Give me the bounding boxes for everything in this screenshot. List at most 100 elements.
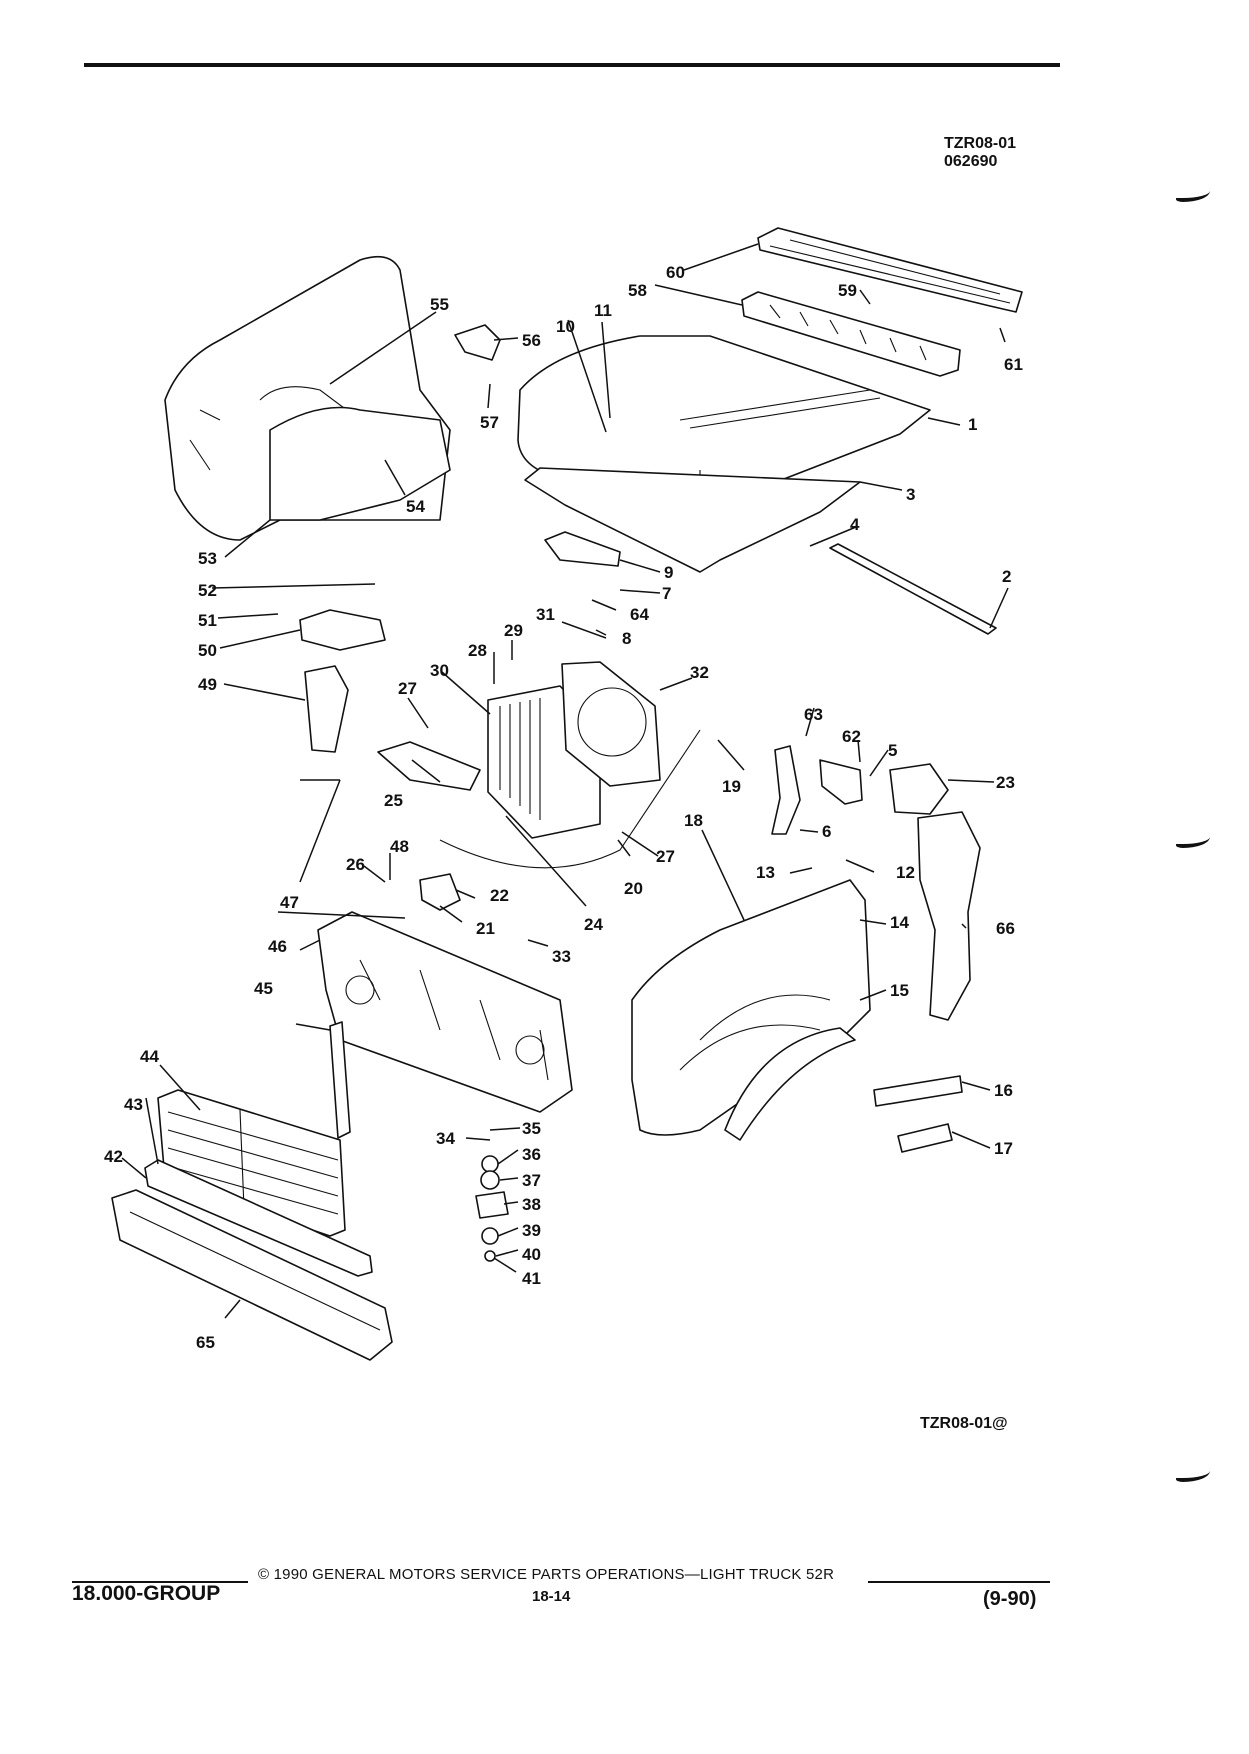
callout-44: 44 (140, 1047, 159, 1066)
figure-code: TZR08-01 (944, 135, 1017, 152)
callout-40: 40 (522, 1245, 541, 1264)
part-hood-release-cable (439, 729, 701, 869)
callout-8: 8 (622, 629, 631, 648)
footer-date: (9-90) (983, 1588, 1037, 1610)
callout-labels: 1 2 3 4 5 6 7 8 9 10 11 12 13 14 15 16 1… (104, 263, 1023, 1352)
callout-50: 50 (198, 641, 217, 660)
part-fan-shroud (561, 661, 661, 787)
callout-65: 65 (196, 1333, 215, 1352)
part-hood-weatherstrip (829, 543, 997, 635)
callout-48: 48 (390, 837, 409, 856)
part-cowl-vent-panel (757, 227, 1023, 313)
callout-18: 18 (684, 811, 703, 830)
callout-23: 23 (996, 773, 1015, 792)
callout-27a: 27 (398, 679, 417, 698)
callout-16: 16 (994, 1081, 1013, 1100)
callout-39: 39 (522, 1221, 541, 1240)
callout-11: 11 (594, 301, 612, 320)
callout-47: 47 (280, 893, 299, 912)
part-radiator-support-baffle (329, 1021, 351, 1139)
callout-10: 10 (556, 317, 575, 336)
callout-21: 21 (476, 919, 495, 938)
part-air-baffle (377, 741, 481, 791)
callout-54: 54 (406, 497, 425, 516)
callout-13: 13 (756, 863, 775, 882)
part-battery-tray (299, 609, 386, 651)
callout-53: 53 (198, 549, 217, 568)
callout-7: 7 (662, 584, 671, 603)
callout-36: 36 (522, 1145, 541, 1164)
callout-60: 60 (666, 263, 685, 282)
callout-15: 15 (890, 981, 909, 1000)
callout-19: 19 (722, 777, 741, 796)
part-wheel-opening-molding (724, 1027, 856, 1141)
figure-header-code: TZR08-01 062690 (944, 135, 1016, 171)
callout-9: 9 (664, 563, 673, 582)
page-edge-mark (1176, 188, 1210, 202)
part-hood-hinge (771, 745, 801, 835)
part-fender-emblem (873, 1075, 963, 1107)
part-fender-nameplate (897, 1123, 953, 1153)
callout-62: 62 (842, 727, 861, 746)
callout-27b: 27 (656, 847, 675, 866)
callout-64: 64 (630, 605, 649, 624)
leader-lines (121, 243, 1009, 1319)
callout-45: 45 (254, 979, 273, 998)
part-radiator-support (317, 911, 573, 1113)
callout-66: 66 (996, 919, 1015, 938)
callout-12: 12 (896, 863, 915, 882)
callout-17: 17 (994, 1139, 1013, 1158)
part-hinge-spring-bracket (819, 759, 863, 805)
callout-31: 31 (536, 605, 555, 624)
callout-14: 14 (890, 913, 909, 932)
figure-date: 062690 (944, 153, 998, 170)
footer-group-label: 18.000-GROUP (72, 1582, 221, 1605)
page-edge-mark (1176, 1468, 1210, 1482)
callout-57: 57 (480, 413, 499, 432)
figure-caption-code: TZR08-01@ (920, 1415, 1008, 1432)
callout-52: 52 (198, 581, 217, 600)
callout-61: 61 (1004, 355, 1023, 374)
header-rule (84, 63, 1060, 67)
callout-59: 59 (838, 281, 857, 300)
callout-51: 51 (198, 611, 217, 630)
callout-4: 4 (850, 515, 860, 534)
footer-copyright: © 1990 GENERAL MOTORS SERVICE PARTS OPER… (258, 1566, 835, 1583)
callout-24: 24 (584, 915, 603, 934)
callout-43: 43 (124, 1095, 143, 1114)
footer-page-number: 18-14 (532, 1588, 571, 1605)
callout-25: 25 (384, 791, 403, 810)
part-cowl-screen (741, 291, 961, 377)
callout-55: 55 (430, 295, 449, 314)
part-hood-bracket (454, 324, 501, 361)
callout-41: 41 (522, 1269, 541, 1288)
callout-37: 37 (522, 1171, 541, 1190)
callout-28: 28 (468, 641, 487, 660)
part-fender-side-panel (917, 811, 981, 1021)
callout-3: 3 (906, 485, 915, 504)
callout-58: 58 (628, 281, 647, 300)
callout-56: 56 (522, 331, 541, 350)
callout-29: 29 (504, 621, 523, 640)
callout-35: 35 (522, 1119, 541, 1138)
part-radiator-mount-stack (475, 1155, 509, 1262)
part-wheelhouse-panel (269, 406, 451, 521)
part-radiator-support-bracket (304, 665, 349, 753)
part-hood-latch (419, 873, 461, 911)
part-fender-brace (889, 763, 949, 815)
callout-26: 26 (346, 855, 365, 874)
part-hood-insulator (524, 467, 861, 573)
callout-6: 6 (822, 822, 831, 841)
page-edge-mark (1176, 834, 1210, 848)
callout-5: 5 (888, 741, 897, 760)
callout-1: 1 (968, 415, 977, 434)
footer-rule-left (72, 1581, 248, 1583)
part-hood-latch-support (544, 531, 621, 567)
callout-46: 46 (268, 937, 287, 956)
footer-rule-right (868, 1581, 1050, 1583)
callout-42: 42 (104, 1147, 123, 1166)
part-front-bumper (111, 1189, 393, 1361)
callout-49: 49 (198, 675, 217, 694)
callout-22: 22 (490, 886, 509, 905)
